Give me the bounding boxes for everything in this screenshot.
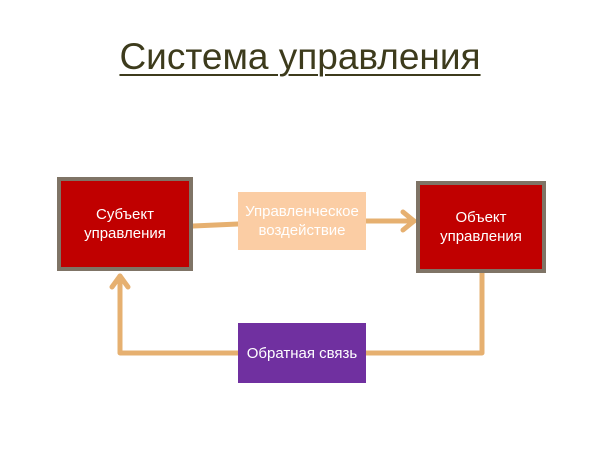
feedback-line-left xyxy=(117,273,241,356)
arrowhead-object xyxy=(400,209,417,233)
node-subject: Субъект управления xyxy=(57,177,193,271)
arrow-subject-to-action xyxy=(190,221,241,229)
diagram-title: Система управления xyxy=(119,36,481,77)
node-action: Управленческое воздействие xyxy=(238,192,366,250)
node-feedback: Обратная связь xyxy=(238,323,366,383)
node-object: Объект управления xyxy=(416,181,546,273)
feedback-line-right xyxy=(363,270,485,356)
arrowhead-subject xyxy=(109,273,131,290)
